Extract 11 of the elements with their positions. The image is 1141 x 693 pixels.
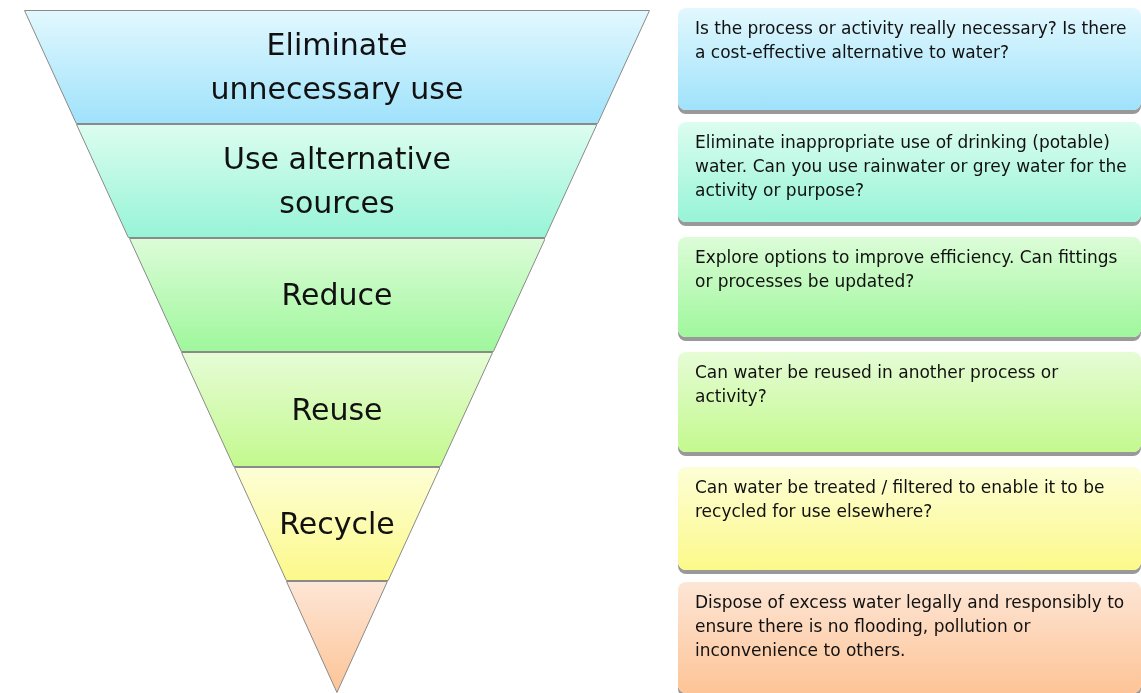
band-label: Recycle	[279, 505, 395, 543]
band-label: Reduce	[281, 276, 393, 314]
pyramid-band	[76, 124, 598, 238]
band-label: Eliminate unnecessary use	[209, 26, 465, 108]
triangle-band	[286, 581, 388, 693]
pyramid-band	[128, 238, 546, 352]
pyramid-band	[180, 352, 494, 467]
band-label: Use alternative sources	[221, 140, 452, 222]
band-label: Reuse	[291, 390, 383, 429]
pyramid-band	[24, 10, 650, 124]
description-box: Dispose of excess water legally and responsibly to ensure there is no flooding, pollution or inconvenience to others.	[678, 582, 1141, 693]
